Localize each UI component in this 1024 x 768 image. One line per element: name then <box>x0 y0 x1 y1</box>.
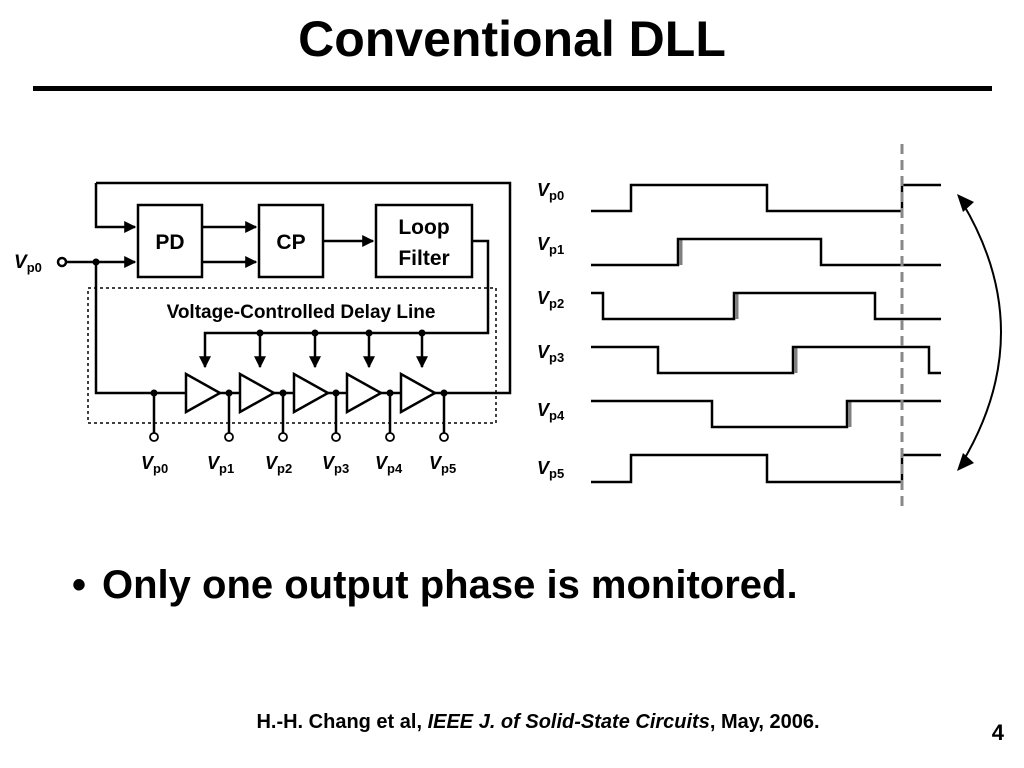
tap-labels: Vp0 Vp1 Vp2 Vp3 Vp4 Vp5 <box>141 453 456 476</box>
cp-label: CP <box>276 231 305 254</box>
tap-terminal <box>278 432 288 442</box>
buffer-5 <box>399 371 438 415</box>
signal-label: Vp2 <box>537 288 564 311</box>
pd-label: PD <box>155 231 184 254</box>
signal-label: Vp4 <box>537 400 565 423</box>
signal-label: Vp0 <box>537 180 564 203</box>
slide-title: Conventional DLL <box>298 11 726 67</box>
input-terminal <box>56 256 68 268</box>
tap-label: Vp1 <box>207 453 234 476</box>
signal-label: Vp5 <box>537 458 564 481</box>
tap-junction <box>332 389 340 397</box>
vcdl-label: Voltage-Controlled Delay Line <box>167 302 436 323</box>
buffer-2 <box>238 371 277 415</box>
input-to-vcdl-wire <box>94 262 185 395</box>
waveform-vp5 <box>591 453 941 484</box>
bullet-text: Only one output phase is monitored. <box>102 563 798 607</box>
tap-terminal <box>439 432 449 442</box>
waveform-vp3 <box>591 345 941 375</box>
pd-input-top-wire <box>94 183 137 233</box>
tap-label: Vp2 <box>265 453 292 476</box>
waveform-vp0 <box>591 183 941 213</box>
input-label: Vp0 <box>14 252 42 275</box>
page-number: 4 <box>991 720 1004 745</box>
tap-terminal <box>149 432 159 442</box>
bullet-point: • Only one output phase is monitored. <box>72 560 798 610</box>
tap-terminal <box>385 432 395 442</box>
waveform-vp2 <box>591 291 941 321</box>
pd-block <box>136 203 204 279</box>
tap-terminal <box>224 432 234 442</box>
signal-label: Vp1 <box>537 234 564 257</box>
tap-label: Vp3 <box>322 453 349 476</box>
timing-diagram: Vp0 Vp1 Vp2 Vp3 Vp4 Vp5 <box>537 144 1002 510</box>
loop-filter-label: Loop <box>398 216 449 239</box>
tap-label: Vp0 <box>141 453 168 476</box>
ctrl-junction <box>365 329 373 337</box>
control-voltage-wire <box>199 239 490 369</box>
phase-comparison-arrow <box>961 201 1002 464</box>
citation-authors: H.-H. Chang et al, <box>256 711 428 733</box>
citation-journal: IEEE J. of Solid-State Circuits <box>427 711 710 733</box>
bullet-dot: • <box>72 563 87 607</box>
tap-label: Vp4 <box>375 453 403 476</box>
block-diagram <box>56 181 512 442</box>
dll-figure: PD CP Loop Filter Voltage-Controlled Del… <box>14 144 1002 510</box>
loop-filter-label: Filter <box>398 247 449 270</box>
feedback-wire <box>96 181 512 395</box>
vcdl-boundary <box>87 287 497 424</box>
tap-junction <box>150 389 158 397</box>
tap-junction <box>225 389 233 397</box>
title-divider <box>33 86 992 91</box>
citation: H.-H. Chang et al, IEEE J. of Solid-Stat… <box>0 711 1024 734</box>
arrowhead-down <box>957 453 974 471</box>
ctrl-junction <box>256 329 264 337</box>
ctrl-junction <box>311 329 319 337</box>
tap-junction <box>440 389 448 397</box>
tap-terminal <box>331 432 341 442</box>
buffer-4 <box>345 371 384 415</box>
tap-lines <box>152 393 446 433</box>
tap-junction <box>386 389 394 397</box>
signal-label: Vp3 <box>537 342 564 365</box>
tap-junction <box>279 389 287 397</box>
citation-date: , May, 2006. <box>709 711 820 733</box>
waveform-vp4 <box>591 399 941 429</box>
buffer-1 <box>184 371 223 415</box>
buffer-3 <box>292 371 331 415</box>
tap-label: Vp5 <box>429 453 456 476</box>
waveform-vp1 <box>591 237 941 267</box>
ctrl-junction <box>418 329 426 337</box>
arrowhead-up <box>957 194 974 212</box>
